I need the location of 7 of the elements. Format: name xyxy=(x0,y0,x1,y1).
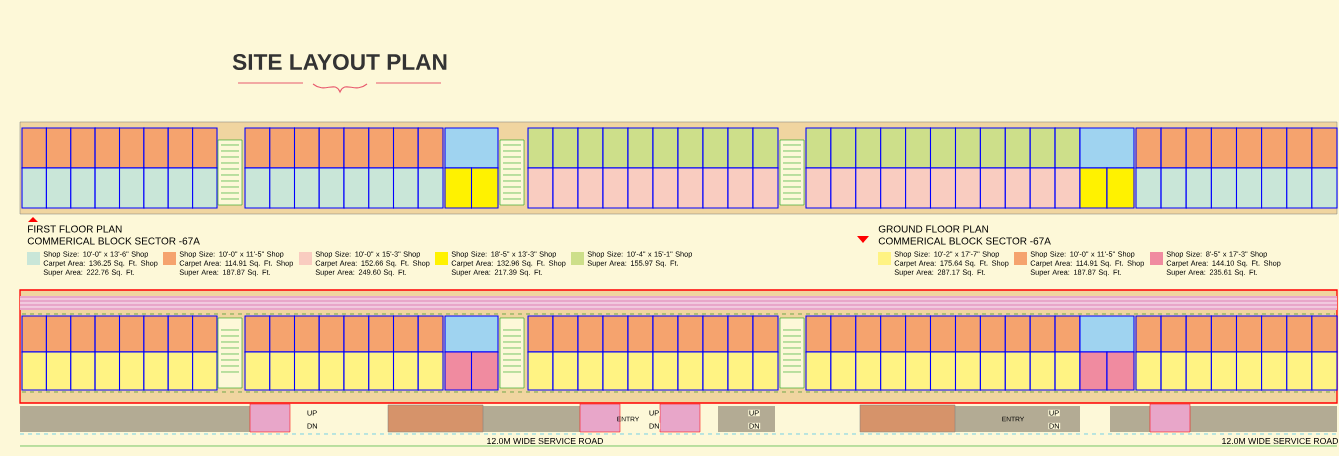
floor-heading: FIRST FLOOR PLAN xyxy=(28,225,122,233)
floor-heading: COMMERICAL BLOCK SECTOR -67A xyxy=(878,237,1051,245)
floor-heading: COMMERICAL BLOCK SECTOR -67A xyxy=(27,237,200,245)
floor-heading: GROUND FLOOR PLAN xyxy=(878,225,988,233)
road-label: 12.0M WIDE SERVICE ROAD xyxy=(487,437,603,445)
road-label: 12.0M WIDE SERVICE ROAD xyxy=(1222,437,1338,445)
title: SITE LAYOUT PLAN xyxy=(232,53,447,71)
